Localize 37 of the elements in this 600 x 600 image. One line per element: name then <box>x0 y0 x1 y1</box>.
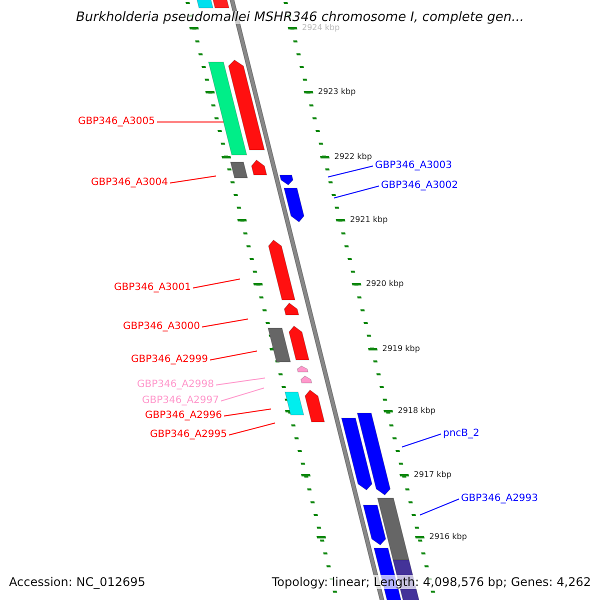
scale-label: 2921 kbp <box>350 216 388 224</box>
scale-label: 2916 kbp <box>429 533 467 541</box>
scale-label: 2923 kbp <box>318 88 356 96</box>
leader-line <box>224 408 272 416</box>
leader-line <box>402 434 442 448</box>
gene-label: GBP346_A2999 <box>130 355 208 365</box>
scale-label: 2920 kbp <box>366 280 404 288</box>
gene-label: GBP346_A3001 <box>114 283 191 293</box>
gene-label: GBP346_A3003 <box>375 161 452 171</box>
gene-label: GBP346_A3005 <box>78 117 155 127</box>
scale-label: 2922 kbp <box>334 153 372 161</box>
leader-line <box>334 186 380 198</box>
gene-label: GBP346_A2993 <box>461 494 538 504</box>
leader-line <box>192 278 240 288</box>
scale-label: 2917 kbp <box>414 471 452 479</box>
leader-line <box>420 498 460 516</box>
gene-label: GBP346_A2998 <box>136 380 214 390</box>
scale-label: 2919 kbp <box>382 345 420 353</box>
leader-line <box>328 166 374 178</box>
accession-label: Accession: NC_012695 <box>9 575 146 589</box>
gene-label: GBP346_A2996 <box>144 411 222 421</box>
gene-label: GBP346_A2995 <box>150 430 227 440</box>
leader-line <box>228 422 276 436</box>
gene-label: GBP346_A3004 <box>90 178 168 188</box>
scale-label: 2924 kbp <box>302 24 340 32</box>
leader-line <box>210 350 258 360</box>
genome-info-label: Topology: linear; Length: 4,098,576 bp; Genes: 4,262 <box>272 575 591 589</box>
gene-label: pncB_2 <box>443 429 480 439</box>
gene-block <box>208 62 248 156</box>
leader-line <box>220 388 264 402</box>
leader-line <box>216 378 266 386</box>
leader-line <box>170 176 216 184</box>
leader-line <box>202 318 248 328</box>
scale-label: 2918 kbp <box>398 407 436 415</box>
gene-label: GBP346_A2997 <box>142 396 219 406</box>
gene-label: GBP346_A3000 <box>122 322 200 332</box>
gene-label: GBP346_A3002 <box>381 181 458 191</box>
